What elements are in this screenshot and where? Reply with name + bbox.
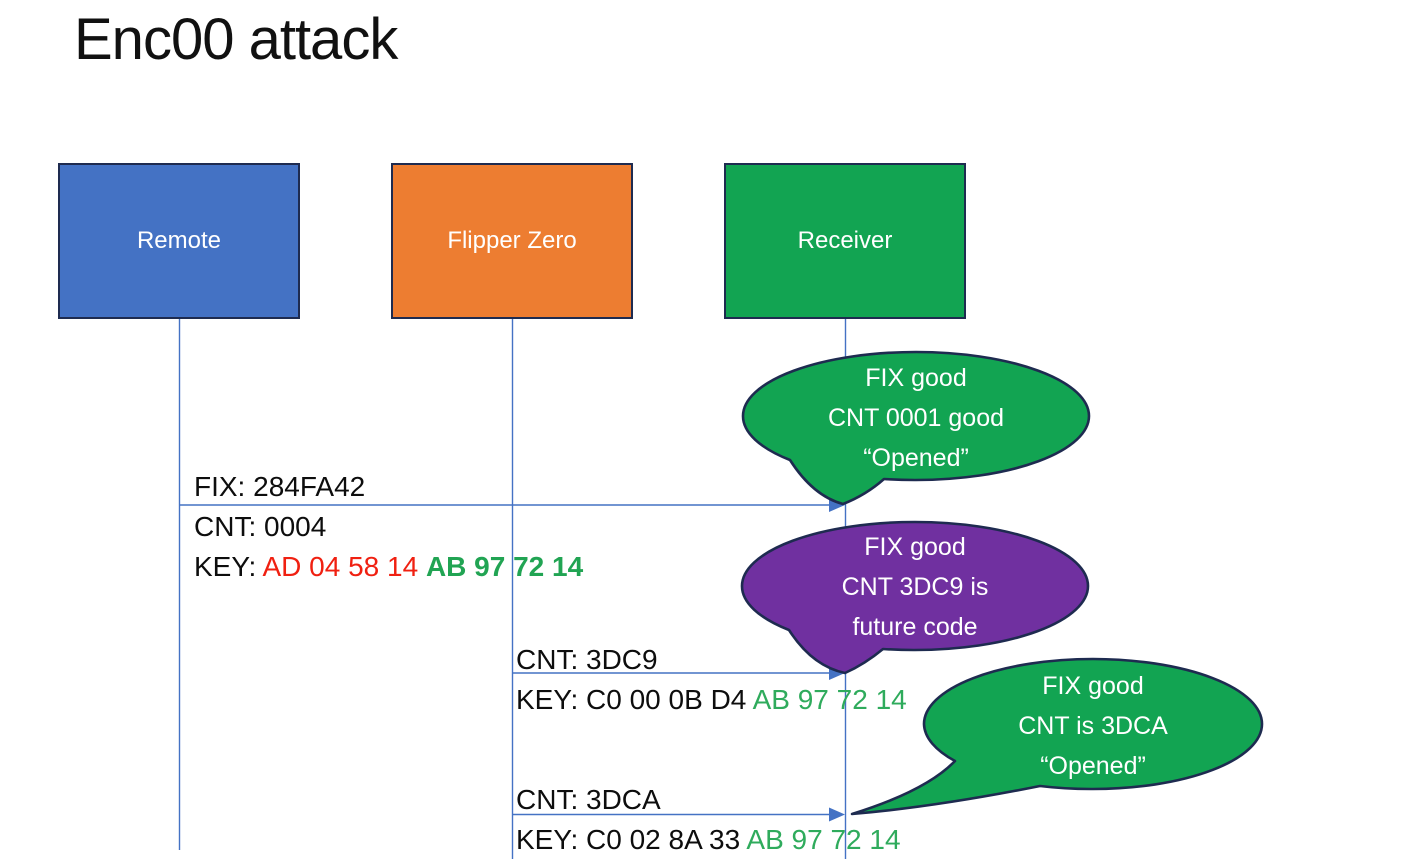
slide-title: Enc00 attack [74, 7, 398, 72]
message-2-key: KEY: C0 00 0B D4 AB 97 72 14 [516, 681, 907, 719]
bubble-2-line-3: future code [852, 613, 978, 641]
bubble-3-line-3: “Opened” [1040, 752, 1146, 780]
bubble-1-line-2: CNT 0001 good [827, 404, 1005, 432]
actor-box-remote [58, 163, 300, 319]
message-1-cnt: CNT: 0004 [194, 511, 327, 542]
message-1-key: KEY: AD 04 58 14 AB 97 72 14 [194, 548, 583, 586]
actor-label-receiver: Receiver [797, 227, 893, 254]
bubble-2-line-2: CNT 3DC9 is [841, 573, 989, 601]
actor-box-flipper-zero [391, 163, 633, 319]
bubble-1-line-3: “Opened” [863, 444, 969, 472]
actor-box-receiver [724, 163, 966, 319]
message-1-key-green-bytes: AB 97 72 14 [425, 551, 584, 582]
message-2-key-green-bytes: AB 97 72 14 [752, 684, 907, 715]
bubble-1-text: FIX good CNT 0001 good “Opened” [746, 358, 1086, 478]
message-3-key-prefix: KEY: C0 02 8A 33 [516, 824, 747, 855]
message-3-key-green-bytes: AB 97 72 14 [746, 824, 901, 855]
bubble-2-line-1: FIX good [864, 533, 966, 561]
message-1-key-red-bytes: AD 04 58 14 [262, 551, 426, 582]
message-3-cnt: CNT: 3DCA [516, 784, 661, 815]
message-arrow-3-head [829, 807, 845, 822]
message-1-fix: FIX: 284FA42 [194, 471, 366, 502]
actor-label-remote: Remote [136, 227, 222, 254]
message-2-key-prefix: KEY: C0 00 0B D4 [516, 684, 753, 715]
bubble-3-text: FIX good CNT is 3DCA “Opened” [923, 666, 1263, 786]
bubble-2-text: FIX good CNT 3DC9 is future code [745, 527, 1085, 647]
bubble-1-line-1: FIX good [865, 364, 967, 392]
actor-label-flipper-zero: Flipper Zero [447, 227, 577, 254]
bubble-3-line-1: FIX good [1042, 672, 1144, 700]
message-1-key-prefix: KEY: [194, 551, 263, 582]
speech-bubble-cnt-3dc9-future [740, 520, 1090, 675]
message-2-cnt: CNT: 3DC9 [516, 644, 658, 675]
speech-bubble-fix-cnt-0001 [741, 350, 1091, 506]
bubble-3-line-2: CNT is 3DCA [1018, 712, 1168, 740]
speech-bubble-cnt-3dca-opened [850, 657, 1264, 816]
message-3-key: KEY: C0 02 8A 33 AB 97 72 14 [516, 821, 901, 859]
